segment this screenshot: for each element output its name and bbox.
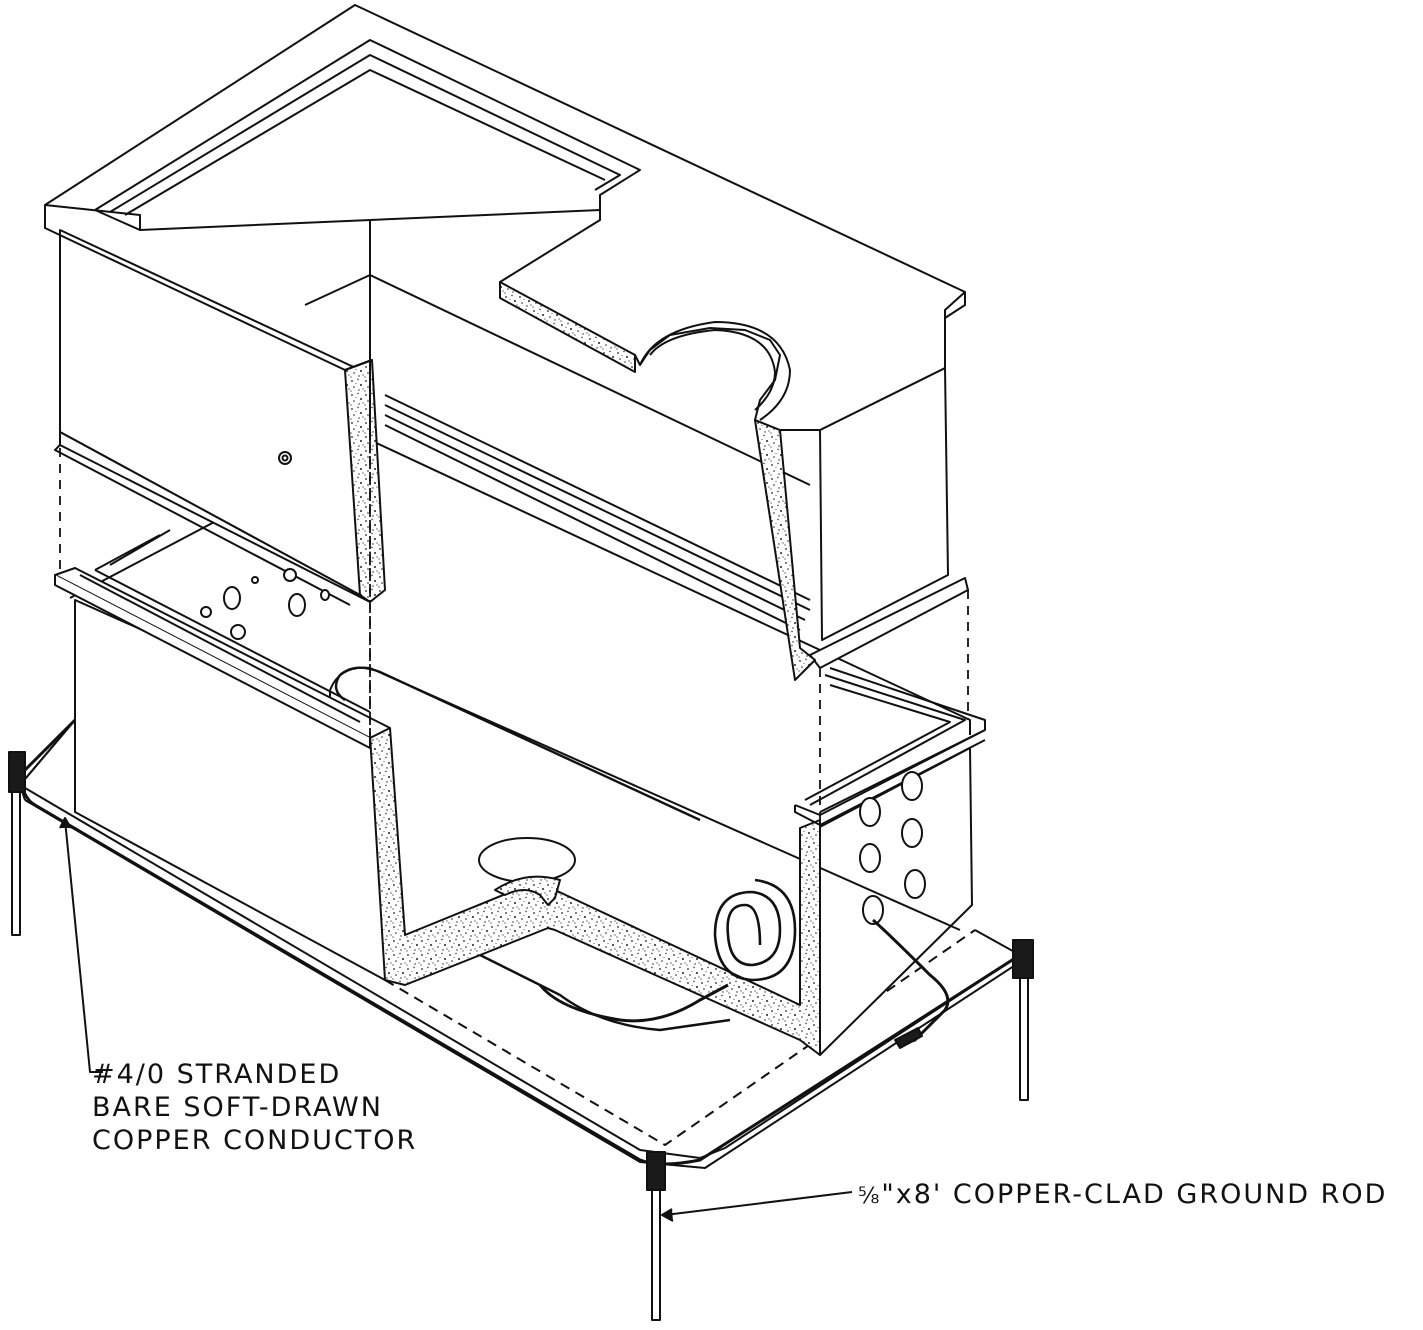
ground-rods: [8, 751, 1034, 1321]
floor-drain: [478, 837, 576, 906]
conductor-label: #4/0 STRANDED BARE SOFT-DRAWN COPPER CON…: [92, 1058, 417, 1157]
ground-wire-coil: [713, 878, 797, 982]
ground-rod-label-fraction: ⅝: [858, 1184, 882, 1209]
conductor-label-line3: COPPER CONDUCTOR: [92, 1125, 418, 1156]
ground-rod-label-text: "x8' COPPER-CLAD GROUND ROD: [881, 1179, 1388, 1210]
alignment-lines: [59, 300, 969, 830]
ground-rod-label: ⅝"x8' COPPER-CLAD GROUND ROD: [858, 1178, 1387, 1213]
knockout-holes: [200, 451, 926, 925]
conductor-label-line1: #4/0 STRANDED: [92, 1059, 342, 1090]
upper-section: [44, 4, 969, 681]
leader-lines: [59, 817, 853, 1222]
lower-section: [54, 439, 986, 1056]
conductor-label-line2: BARE SOFT-DRAWN: [92, 1092, 383, 1123]
